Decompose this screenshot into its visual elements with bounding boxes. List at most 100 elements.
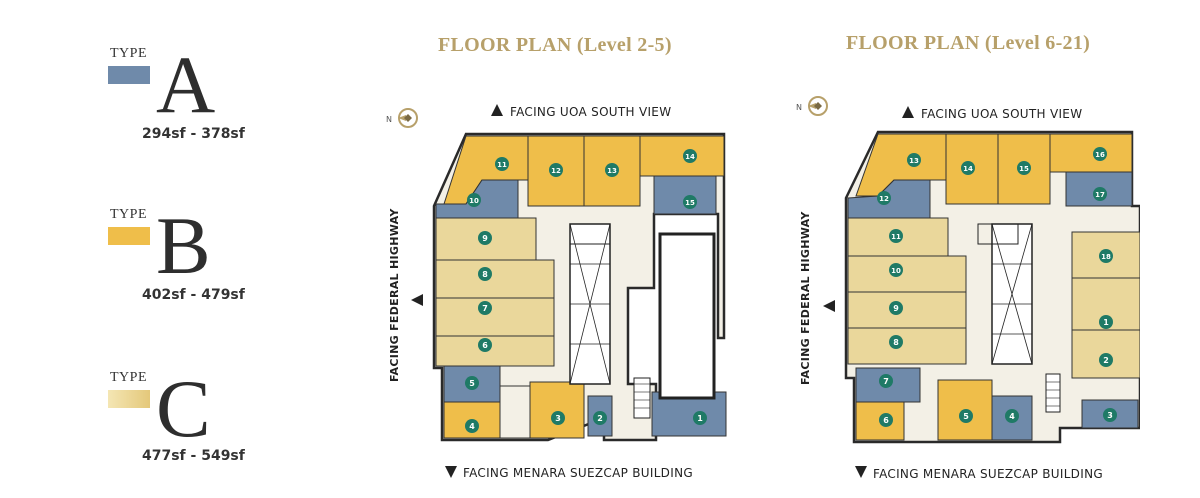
- unit-marker: 5: [959, 409, 973, 423]
- unit-number: 9: [893, 304, 899, 313]
- unit-marker-dot: [683, 195, 697, 209]
- unit-marker: 11: [889, 229, 903, 243]
- unit-number: 17: [1095, 191, 1105, 199]
- unit-marker: 1: [693, 411, 707, 425]
- unit-number: 14: [963, 165, 973, 173]
- unit-marker: 11: [495, 157, 509, 171]
- unit-number: 8: [482, 270, 488, 279]
- compass-north-label: N: [796, 103, 802, 112]
- unit-marker-dot: [551, 411, 565, 425]
- unit-marker-dot: [889, 301, 903, 315]
- unit-number: 7: [482, 304, 488, 313]
- unit-number: 11: [497, 161, 507, 169]
- unit-number: 2: [597, 414, 603, 423]
- unit-marker-dot: [549, 163, 563, 177]
- unit-marker: 7: [879, 374, 893, 388]
- unit-marker-dot: [495, 157, 509, 171]
- unit-marker-dot: [1093, 147, 1107, 161]
- unit-marker: 15: [683, 195, 697, 209]
- unit-number: 16: [1095, 151, 1105, 159]
- unit-number: 9: [482, 234, 488, 243]
- unit-marker-dot: [959, 409, 973, 423]
- type-size-range: 477sf - 549sf: [142, 448, 245, 464]
- unit-marker: 2: [1099, 353, 1113, 367]
- unit-number: 15: [1019, 165, 1029, 173]
- unit-marker-dot: [478, 231, 492, 245]
- unit-marker-dot: [478, 267, 492, 281]
- facing-left-label: FACING FEDERAL HIGHWAY: [388, 208, 401, 382]
- floor-plan-title-level-6-21: FLOOR PLAN (Level 6-21): [846, 32, 1091, 54]
- unit-number: 4: [469, 422, 475, 431]
- type-b-swatch: [108, 227, 150, 245]
- unit-marker: 6: [879, 413, 893, 427]
- type-label: TYPE: [110, 46, 147, 61]
- unit-type-legend: TYPE A 294sf - 378sf TYPE B 402sf - 479s…: [0, 0, 300, 498]
- unit-number: 12: [551, 167, 561, 175]
- compass-icon: N: [386, 108, 418, 128]
- arrow-down-icon: [445, 466, 457, 478]
- floor-plan-title-level-2-5: FLOOR PLAN (Level 2-5): [438, 34, 672, 56]
- unit-marker: 3: [1103, 408, 1117, 422]
- unit-marker-dot: [683, 149, 697, 163]
- unit-number: 15: [685, 199, 695, 207]
- unit-number: 8: [893, 338, 899, 347]
- type-letter: B: [156, 200, 211, 291]
- unit-marker-dot: [1017, 161, 1031, 175]
- facing-bottom-label: FACING MENARA SUEZCAP BUILDING: [463, 466, 693, 480]
- unit-marker-dot: [879, 374, 893, 388]
- arrow-down-icon: [855, 466, 867, 478]
- compass-north-label: N: [386, 115, 392, 124]
- unit-marker-dot: [907, 153, 921, 167]
- unit-marker: 5: [465, 376, 479, 390]
- unit-number: 10: [469, 197, 479, 205]
- unit-number: 1: [1103, 318, 1109, 327]
- facing-top-label: FACING UOA SOUTH VIEW: [510, 105, 672, 119]
- arrow-up-icon: [491, 104, 503, 116]
- type-letter: C: [156, 363, 211, 454]
- unit-marker-dot: [605, 163, 619, 177]
- unit-number: 3: [555, 414, 561, 423]
- facing-left-label: FACING FEDERAL HIGHWAY: [799, 211, 812, 385]
- unit-marker: 14: [683, 149, 697, 163]
- unit-marker: 14: [961, 161, 975, 175]
- facing-bottom-label: FACING MENARA SUEZCAP BUILDING: [873, 467, 1103, 481]
- unit-number: 5: [469, 379, 475, 388]
- unit-number: 14: [685, 153, 695, 161]
- unit-marker-dot: [1099, 353, 1113, 367]
- unit-marker-dot: [879, 413, 893, 427]
- unit-marker-dot: [889, 335, 903, 349]
- unit-number: 4: [1009, 412, 1015, 421]
- type-label: TYPE: [110, 370, 147, 385]
- type-size-range: 294sf - 378sf: [142, 126, 245, 142]
- unit-marker-dot: [593, 411, 607, 425]
- unit-marker: 1: [1099, 315, 1113, 329]
- unit-number: 1: [697, 414, 703, 423]
- unit-marker: 8: [478, 267, 492, 281]
- unit-marker-dot: [478, 338, 492, 352]
- arrow-up-icon: [902, 106, 914, 118]
- unit-marker-dot: [465, 376, 479, 390]
- unit-marker: 18: [1099, 249, 1113, 263]
- arrow-left-icon: [823, 300, 835, 312]
- unit-marker-dot: [1103, 408, 1117, 422]
- unit-marker: 4: [465, 419, 479, 433]
- unit-marker-dot: [1093, 187, 1107, 201]
- unit-marker: 8: [889, 335, 903, 349]
- unit-marker-dot: [961, 161, 975, 175]
- unit-number: 7: [883, 377, 889, 386]
- unit-marker: 3: [551, 411, 565, 425]
- unit-marker: 6: [478, 338, 492, 352]
- unit-number: 5: [963, 412, 969, 421]
- unit-marker: 4: [1005, 409, 1019, 423]
- unit-marker: 13: [907, 153, 921, 167]
- unit-number: 13: [909, 157, 919, 165]
- compass-icon: N: [796, 96, 828, 116]
- unit-marker-dot: [1005, 409, 1019, 423]
- facing-top-label: FACING UOA SOUTH VIEW: [921, 107, 1083, 121]
- unit-marker: 10: [467, 193, 481, 207]
- type-letter: A: [156, 39, 216, 130]
- unit-marker: 9: [889, 301, 903, 315]
- unit-marker: 13: [605, 163, 619, 177]
